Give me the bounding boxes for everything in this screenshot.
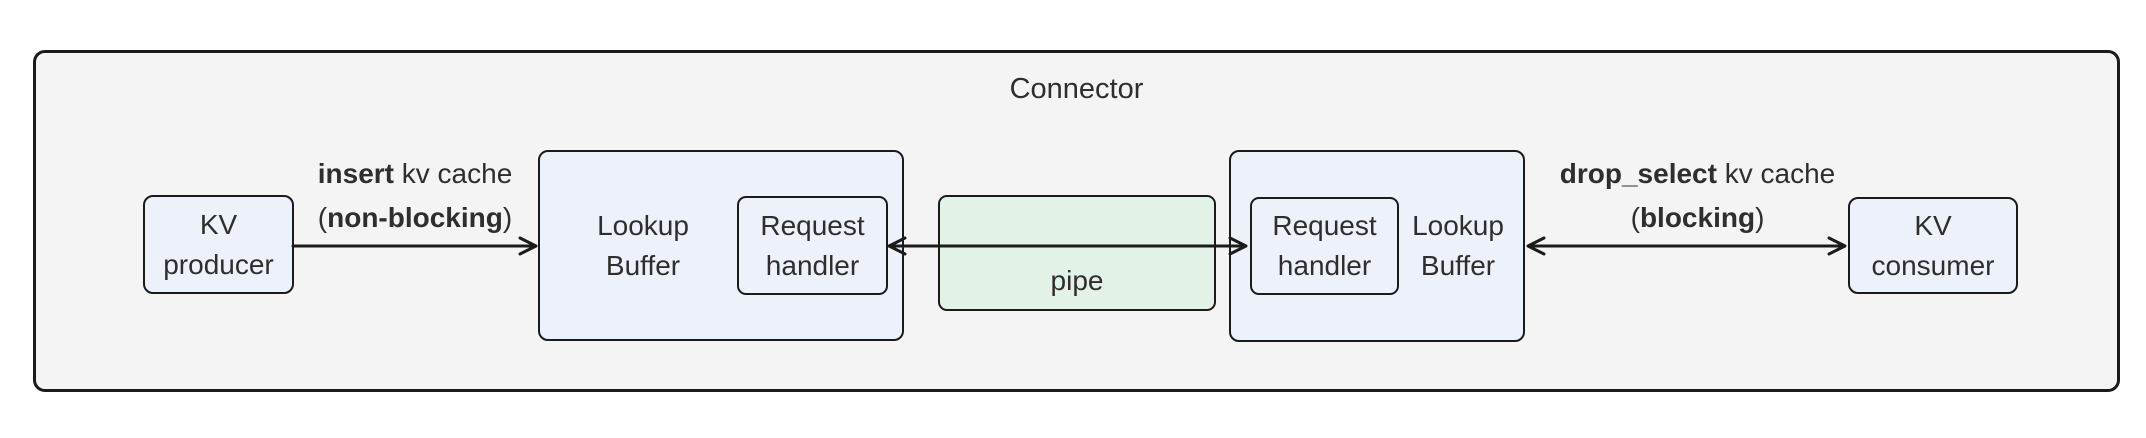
request-handler-right-label-line1: Request: [1272, 210, 1377, 241]
request-handler-left-label-line2: handler: [765, 249, 860, 281]
kv-producer-node: KV producer: [143, 195, 294, 294]
request-handler-right-label-line2: handler: [1277, 250, 1372, 281]
lookup-buffer-right-label-line2: Buffer: [1420, 250, 1496, 281]
insert-edge-label: insert kv cache (non-blocking): [230, 152, 600, 240]
drop-select-edge-label: drop_select kv cache (blocking): [1530, 152, 1865, 240]
lookup-buffer-right-label-line1: Lookup: [1412, 210, 1504, 241]
kv-producer-label-line1: KV: [199, 208, 238, 240]
request-handler-left-node: Request handler: [737, 196, 888, 295]
pipe-node: pipe: [938, 195, 1216, 311]
pipe-label: pipe: [1050, 265, 1104, 296]
drop-select-edge-label-line2: (blocking): [1630, 202, 1765, 233]
insert-edge-label-line1: insert kv cache: [317, 158, 513, 189]
request-handler-left-label-line1: Request: [760, 209, 865, 241]
kv-consumer-label-line1: KV: [1914, 209, 1952, 241]
lookup-buffer-left-label-line2: Buffer: [605, 249, 681, 281]
lookup-buffer-left-label: Lookup Buffer: [548, 150, 738, 341]
kv-producer-label-line2: producer: [163, 248, 274, 280]
drop-select-edge-label-line1: drop_select kv cache: [1559, 158, 1836, 189]
kv-consumer-node: KV consumer: [1848, 197, 2018, 294]
connector-title: Connector: [1009, 73, 1144, 105]
lookup-buffer-right-label: Lookup Buffer: [1398, 150, 1518, 342]
request-handler-right-node: Request handler: [1250, 197, 1399, 295]
kv-consumer-label-line2: consumer: [1871, 249, 1995, 281]
lookup-buffer-left-label-line1: Lookup: [597, 209, 689, 241]
insert-edge-label-line2: (non-blocking): [317, 202, 513, 233]
